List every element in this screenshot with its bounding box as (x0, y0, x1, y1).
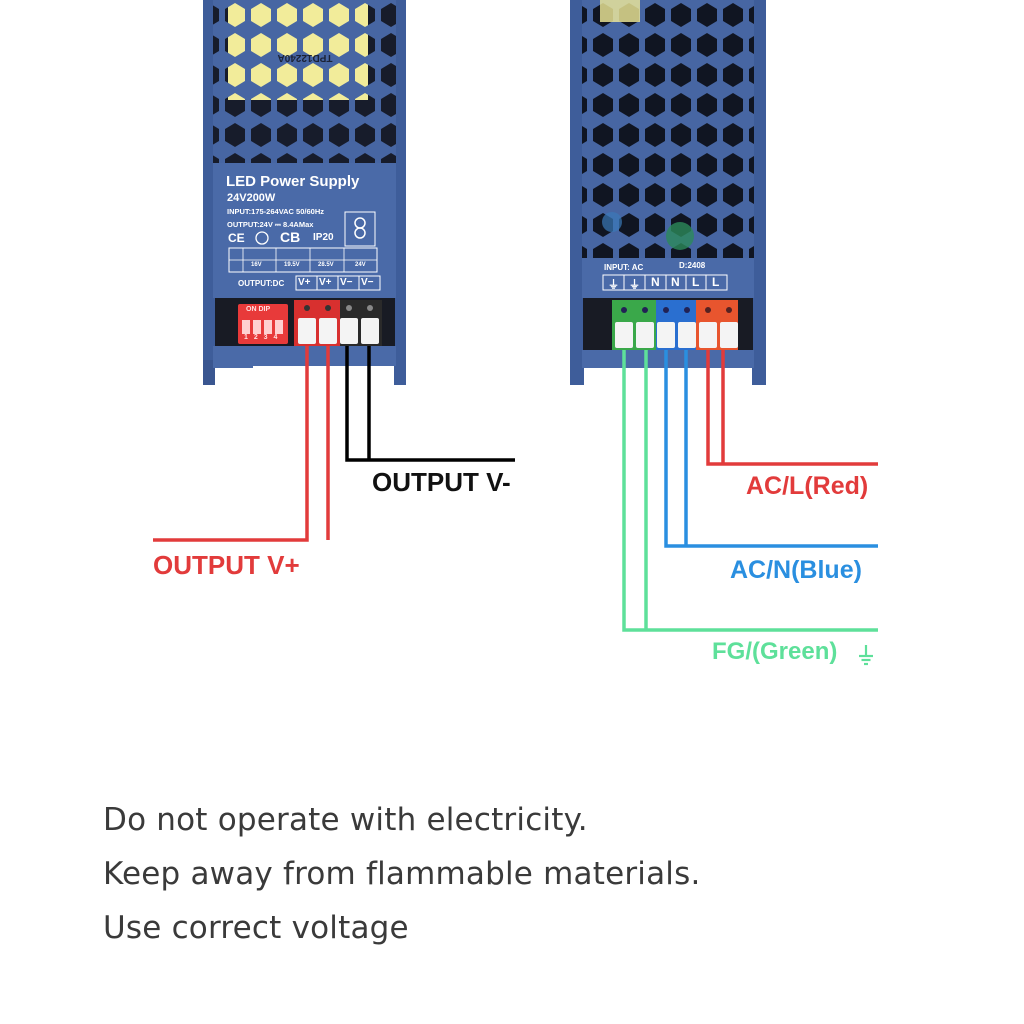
dip-switch-label: ON DIP (246, 306, 271, 313)
left-internal-components (228, 0, 368, 100)
terminal-label-1: V+ (298, 277, 311, 288)
terminal-lever-fg-1[interactable] (615, 322, 633, 348)
ip-rating: IP20 (313, 232, 334, 243)
terminal-label-4: V− (361, 277, 374, 288)
label-output-positive-text: OUTPUT V+ (153, 550, 300, 580)
note-1: Do not operate with electricity. (103, 802, 588, 838)
terminal-label-ground-2: ⏚ (629, 279, 640, 291)
dip-value-1: 16V (251, 262, 262, 268)
wires (153, 346, 878, 632)
output-dc-label: OUTPUT:DC (238, 279, 285, 288)
ground-icon (859, 645, 873, 666)
label-ac-l: AC/L(Red) (746, 472, 869, 500)
cb-mark: CB (280, 229, 301, 245)
cert-badge (344, 211, 376, 247)
terminal-label-l-1: L (692, 275, 700, 289)
terminal-lever-v-minus-1[interactable] (340, 318, 358, 344)
label-output-negative: OUTPUT V- (372, 467, 511, 497)
ps-output-spec: OUTPUT:24V ⎓ 8.4AMax (227, 220, 314, 229)
pcb-marking: TPD12240A (277, 52, 332, 63)
terminal-lever-fg-2[interactable] (636, 322, 654, 348)
right-label-panel (582, 258, 754, 298)
left-case-edge (203, 0, 215, 385)
label-fg: FG/(Green) (712, 638, 838, 665)
wire-output-neg-1 (345, 346, 515, 462)
terminal-lever-l-2[interactable] (720, 322, 738, 348)
left-power-supply: TPD12240A (203, 0, 406, 385)
ps-input-spec: INPUT:175-264VAC 50/60Hz (227, 207, 324, 216)
right-power-supply (570, 0, 766, 385)
dip-value-2: 19.5V (284, 262, 300, 268)
ps-title: LED Power Supply (226, 173, 360, 190)
wire-ac-l-1 (706, 350, 878, 466)
terminal-lever-v-minus-2[interactable] (361, 318, 379, 344)
note-3: Use correct voltage (103, 910, 409, 946)
terminal-lever-n-1[interactable] (657, 322, 675, 348)
right-case-edge-right (752, 0, 766, 385)
ps-model: 24V200W (227, 192, 276, 204)
terminal-label-n-1: N (651, 275, 660, 289)
terminal-label-2: V+ (319, 277, 332, 288)
dip-value-4: 24V (355, 262, 366, 268)
left-case-edge-right (394, 0, 406, 385)
terminal-label-3: V− (340, 277, 353, 288)
pcb-text: TPD12240A (277, 52, 332, 63)
input-ac-label: INPUT: AC (604, 263, 644, 272)
ce-mark: CE (228, 231, 245, 245)
wire-ac-n-1 (664, 350, 878, 548)
label-ac-n: AC/N(Blue) (730, 556, 862, 584)
terminal-lever-v-plus-1[interactable] (298, 318, 316, 344)
terminal-lever-l-1[interactable] (699, 322, 717, 348)
cert-mark-icon (255, 231, 269, 245)
wire-output-pos-1 (153, 346, 309, 542)
date-code: D:2408 (679, 261, 706, 270)
note-2: Keep away from flammable materials. (103, 856, 701, 892)
terminal-label-l-2: L (712, 275, 720, 289)
terminal-label-n-2: N (671, 275, 680, 289)
wire-fg-1 (622, 350, 878, 632)
dip-switch-numbers: 1 2 3 4 (244, 334, 280, 341)
right-case-edge (570, 0, 584, 385)
terminal-label-ground-1: ⏚ (608, 279, 619, 291)
label-output-positive: OUTPUT V+ (153, 550, 300, 581)
terminal-lever-v-plus-2[interactable] (319, 318, 337, 344)
dip-value-3: 28.5V (318, 262, 334, 268)
terminal-lever-n-2[interactable] (678, 322, 696, 348)
